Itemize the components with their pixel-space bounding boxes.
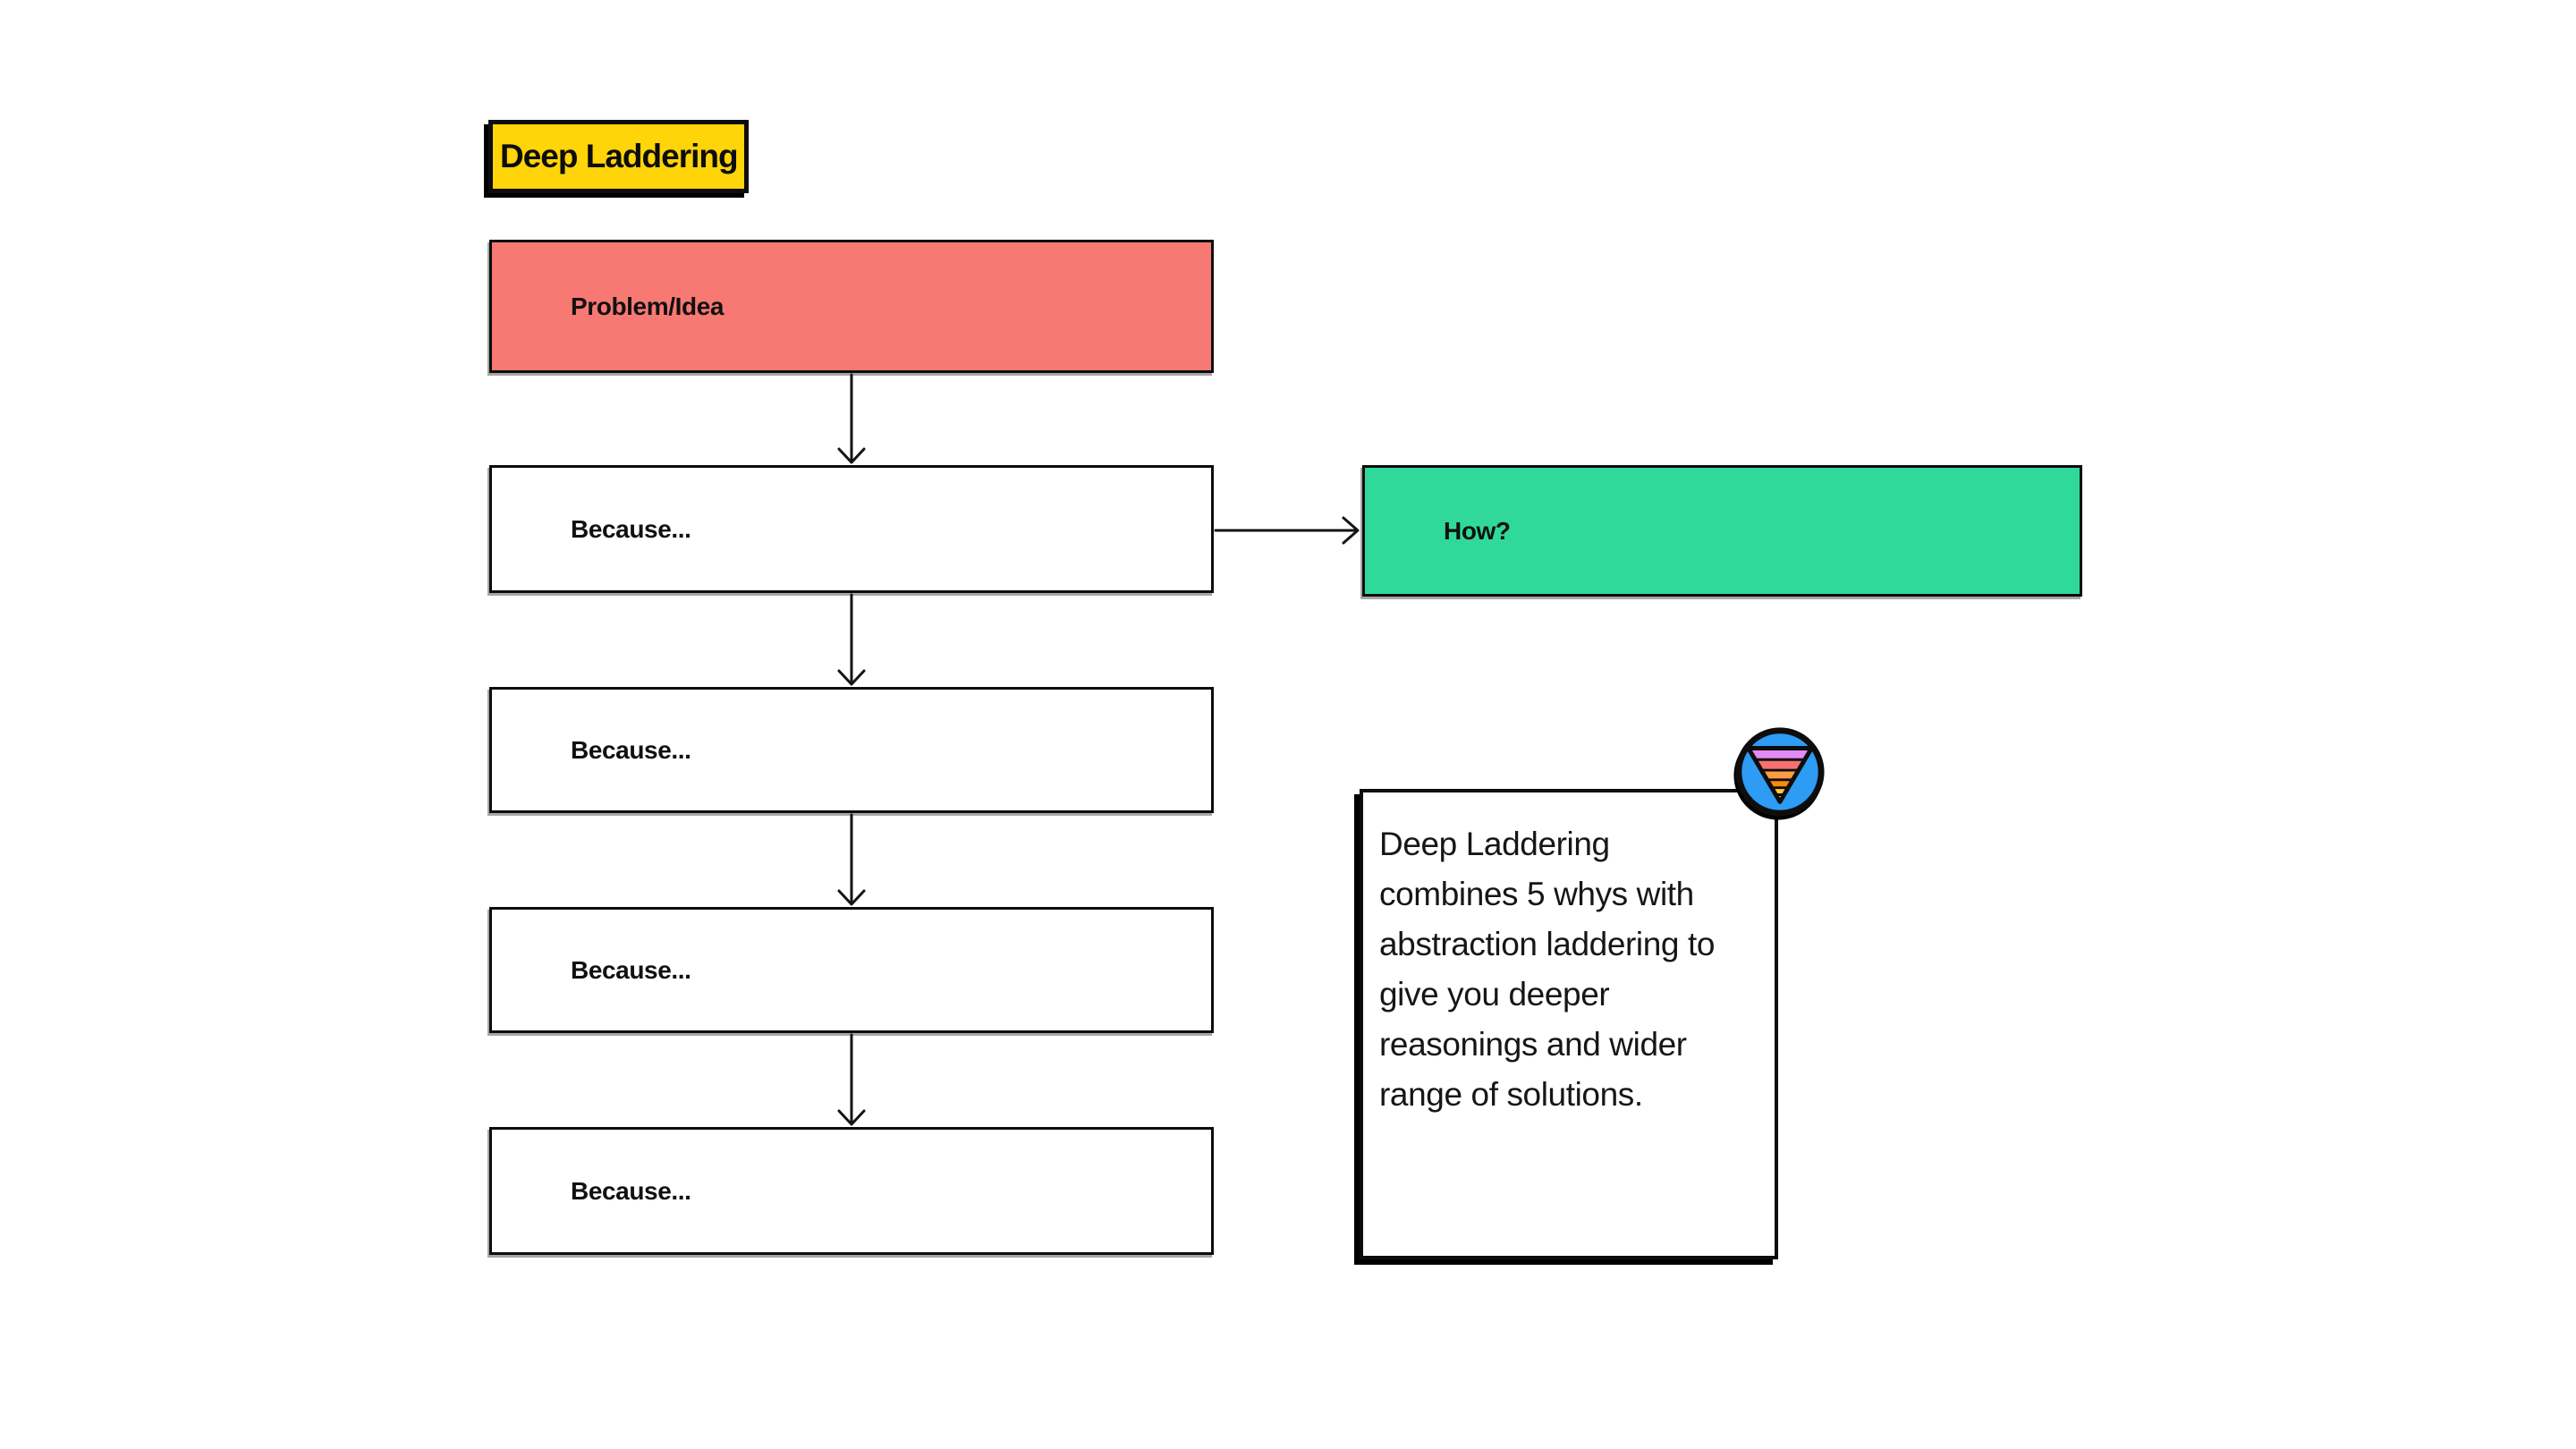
inverted-pyramid-icon-svg bbox=[1735, 727, 1825, 817]
sticky-note-text: Deep Laddering combines 5 whys with abst… bbox=[1379, 826, 1716, 1113]
node-how[interactable]: How? bbox=[1362, 465, 2082, 597]
inverted-pyramid-icon[interactable] bbox=[1733, 724, 1827, 819]
connector-arrow-down-1[interactable] bbox=[837, 373, 866, 464]
node-because-3-label: Because... bbox=[571, 955, 691, 984]
node-problem-idea[interactable]: Problem/Idea bbox=[489, 240, 1214, 373]
node-because-2-label: Because... bbox=[571, 735, 691, 764]
title-card[interactable]: Deep Laddering bbox=[488, 120, 749, 193]
node-because-4[interactable]: Because... bbox=[489, 1127, 1214, 1255]
connector-arrow-down-4[interactable] bbox=[837, 1033, 866, 1126]
node-because-3[interactable]: Because... bbox=[489, 907, 1214, 1033]
node-because-2[interactable]: Because... bbox=[489, 687, 1214, 813]
sticky-note[interactable]: Deep Laddering combines 5 whys with abst… bbox=[1360, 789, 1778, 1259]
node-problem-idea-label: Problem/Idea bbox=[571, 292, 724, 320]
node-how-label: How? bbox=[1444, 516, 1511, 545]
node-because-1-label: Because... bbox=[571, 514, 691, 543]
title-card-label: Deep Laddering bbox=[500, 138, 739, 174]
node-because-1[interactable]: Because... bbox=[489, 465, 1214, 593]
connector-arrow-down-2[interactable] bbox=[837, 593, 866, 686]
connector-arrow-down-3[interactable] bbox=[837, 813, 866, 906]
node-because-4-label: Because... bbox=[571, 1176, 691, 1205]
connector-arrow-right-how[interactable] bbox=[1214, 516, 1360, 545]
